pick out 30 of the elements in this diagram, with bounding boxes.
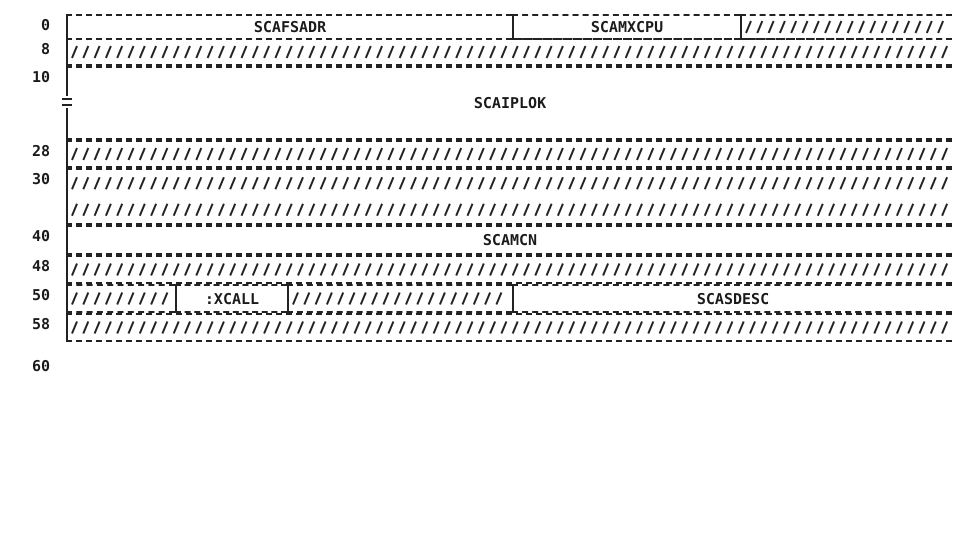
reserved-field [66, 140, 952, 168]
reserved-field [287, 284, 512, 313]
field-cell [66, 66, 952, 140]
field-name: SCAMXCPU [590, 18, 664, 36]
field-name: SCAFSADR [254, 18, 326, 36]
reserved-field [66, 255, 952, 284]
reserved-field [740, 14, 952, 40]
offset-label: 60 [30, 357, 50, 375]
offset-label: 50 [30, 286, 50, 304]
offset-label: 58 [30, 315, 50, 333]
offset-label: 30 [30, 170, 50, 188]
reserved-field [66, 284, 175, 313]
offset-label: 48 [30, 257, 50, 275]
offset-label: 40 [30, 227, 50, 245]
reserved-field [66, 168, 952, 225]
offset-label: 0 [40, 16, 50, 34]
field-cell [512, 14, 740, 40]
field-name: SCASDESC [696, 290, 770, 308]
field-name: SCAMCN [482, 231, 538, 249]
field-name: SCAIPLOK [474, 94, 546, 112]
field-cell [512, 284, 952, 313]
offset-label: 8 [40, 40, 50, 58]
field-cell [66, 14, 512, 40]
field-cell [66, 225, 952, 255]
reserved-field [66, 313, 952, 342]
field-cell [175, 284, 287, 313]
reserved-field [66, 38, 952, 66]
field-name: :XCALL [204, 290, 260, 308]
offset-label: 10 [30, 68, 50, 86]
offset-label: 28 [30, 142, 50, 160]
